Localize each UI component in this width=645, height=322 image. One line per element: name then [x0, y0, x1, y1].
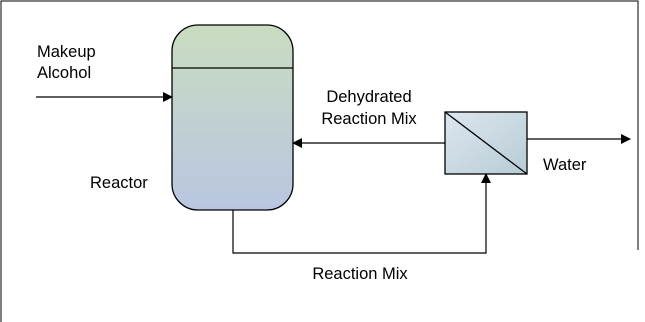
reaction-mix-line [232, 173, 491, 254]
makeup-alcohol-label-line1: Makeup [37, 43, 96, 61]
reaction-mix-label: Reaction Mix [312, 265, 408, 283]
reactor-vessel [171, 24, 294, 211]
dehydrated-label-line2: Reaction Mix [321, 110, 417, 128]
makeup-alcohol-label-line2: Alcohol [37, 64, 91, 82]
membrane-diagonal [444, 111, 528, 175]
reactor-label: Reactor [90, 174, 148, 192]
water-label: Water [543, 156, 587, 174]
dehydrated-label-line1: Dehydrated [326, 88, 411, 106]
